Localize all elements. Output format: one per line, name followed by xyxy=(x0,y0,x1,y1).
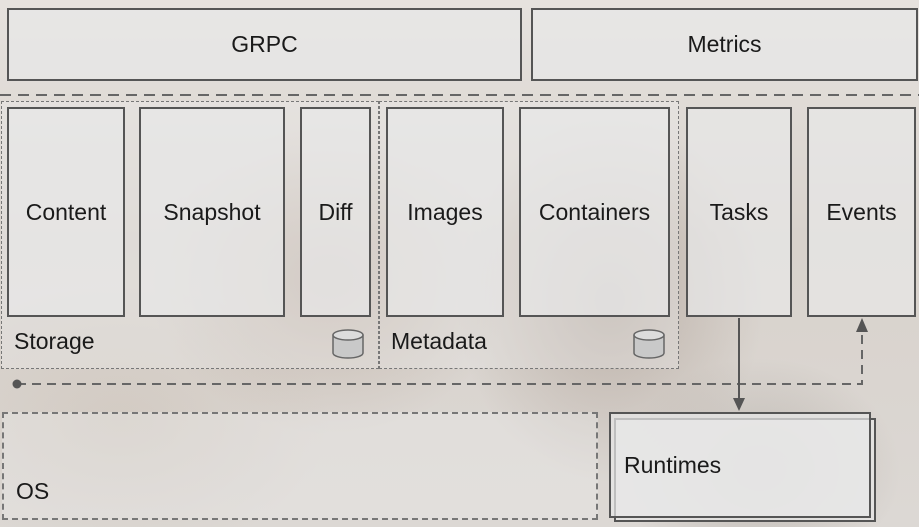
content-box: Content xyxy=(7,107,125,317)
metadata-label: Metadata xyxy=(391,328,487,354)
snapshot-box: Snapshot xyxy=(139,107,285,317)
event-bus-line xyxy=(17,330,863,385)
event-bus-origin-dot xyxy=(12,379,22,389)
storage-database-icon xyxy=(332,329,364,359)
metadata-database-icon xyxy=(633,329,665,359)
runtimes-arrowhead xyxy=(733,398,745,411)
os-group xyxy=(2,412,598,520)
events-box: Events xyxy=(807,107,916,317)
containers-box: Containers xyxy=(519,107,670,317)
images-box: Images xyxy=(386,107,504,317)
events-arrowhead xyxy=(856,318,868,332)
metrics-box: Metrics xyxy=(531,8,918,81)
runtimes-label: Runtimes xyxy=(624,451,722,478)
os-label: OS xyxy=(16,478,50,504)
runtimes-box: Runtimes xyxy=(609,412,871,518)
tasks-box: Tasks xyxy=(686,107,792,317)
storage-label: Storage xyxy=(14,328,95,354)
grpc-box: GRPC xyxy=(7,8,522,81)
diff-box: Diff xyxy=(300,107,371,317)
